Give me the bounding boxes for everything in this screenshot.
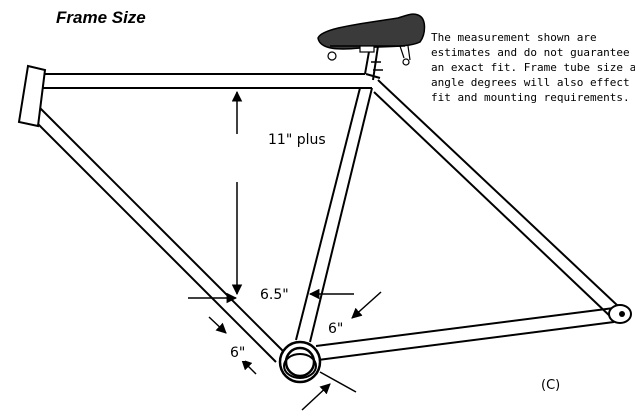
seat-tube-width-dimension	[188, 288, 354, 304]
saddle-icon	[317, 13, 426, 66]
copyright-mark: (C)	[541, 378, 561, 393]
head-tube	[17, 64, 47, 128]
page-title: Frame Size	[56, 8, 146, 27]
chainstay-width-label: 6"	[328, 321, 344, 337]
rear-dropout	[608, 304, 632, 324]
downtube-width-dimension	[208, 316, 257, 375]
seat-height-label: 11" plus	[268, 132, 326, 148]
chain-stay	[315, 307, 615, 361]
seat-tube-width-label: 6.5"	[260, 287, 289, 303]
note-line: an exact fit. Frame tube size and	[431, 61, 635, 74]
downtube-width-label: 6"	[230, 345, 246, 361]
note-line: angle degrees will also effect the	[431, 76, 635, 89]
top-tube	[42, 73, 372, 89]
note-line: The measurement shown are	[431, 31, 597, 44]
note-line: fit and mounting requirements.	[431, 91, 630, 104]
note-line: estimates and do not guarantee	[431, 46, 630, 59]
bottom-bracket	[278, 340, 322, 384]
seat-stay	[373, 79, 619, 319]
disclaimer-note: The measurement shown are estimates and …	[431, 30, 635, 105]
chainstay-width-dimension	[301, 291, 382, 411]
seat-tube	[295, 87, 373, 343]
down-tube	[37, 107, 285, 363]
